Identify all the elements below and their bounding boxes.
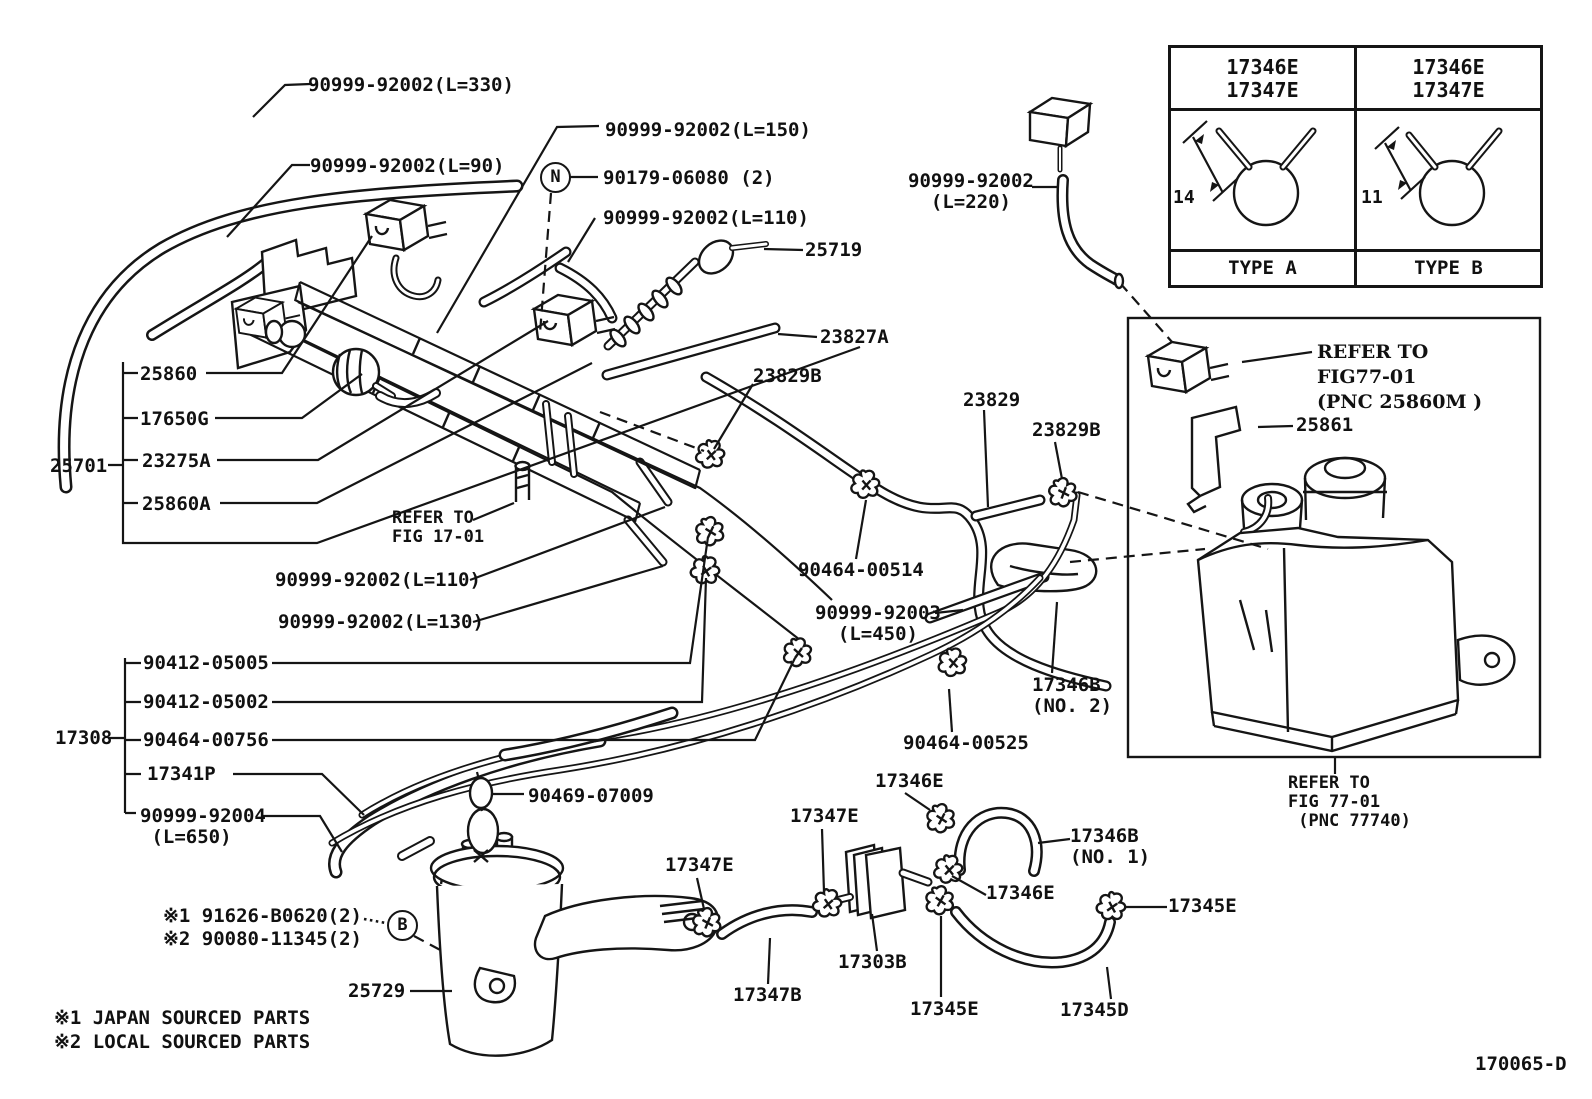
part-label-23275A: 23275A [142,450,211,472]
callout-circle-n: N [540,162,571,193]
part-label-90999-92002-L110: 90999-92002(L=110) [275,569,481,591]
type-a-dimension: 14 [1173,187,1195,208]
part-label-17341P: 17341P [147,763,216,785]
part-label-25860A: 25860A [142,493,211,515]
part-label-17308: 17308 [55,727,113,749]
type-a-column: 17346E 17347E 14 TYPE A [1171,48,1357,285]
type-a-clamp-drawing: 14 [1173,120,1317,227]
part-label-17347B: 17347B [733,984,802,1006]
vertical-drop-pipes [542,400,578,478]
hose-90999-92002-L330 [57,179,524,494]
bracket-17308-group [108,658,141,815]
part-label-90999-92003-L450: 90999-92003 (L=450) [815,602,941,645]
bracket-25701-group [108,345,861,545]
tube-filter-inlet [397,836,435,861]
type-a-header: 17346E 17347E [1171,48,1354,111]
type-b-dimension: 11 [1361,187,1383,208]
part-label-90999-92002-L330: 90999-92002(L=330) [308,74,514,96]
part-label-25729: 25729 [348,980,406,1002]
type-a-caption: TYPE A [1171,249,1354,285]
hose-17347B [716,904,818,940]
type-b-clamp-drawing: 11 [1361,126,1503,227]
grommet [390,254,442,301]
note-local-sourced: ※2 LOCAL SOURCED PARTS [54,1031,311,1053]
hose-90999-92002-L220 [1056,174,1123,286]
hose-23829 [700,371,1112,692]
part-label-90999-92002-L110-top: 90999-92002(L=110) [603,207,809,229]
charcoal-canister [1196,456,1516,753]
ref-note-fig17-01: REFER TO FIG 17-01 [392,508,485,547]
part-label-23829B-mid: 23829B [753,365,822,387]
hose-90999-92002-L90 [146,257,272,341]
figure-number: 170065-D [1475,1053,1567,1075]
part-label-17346E-top: 17346E [875,770,944,792]
valve-17303B [826,843,933,920]
part-label-90464-00514: 90464-00514 [798,559,924,581]
pipe-17308-long-2 [328,574,1044,847]
part-label-17650G: 17650G [140,408,209,430]
part-label-17346B-no1: 17346B (NO. 1) [1070,825,1151,868]
note-japan-sourced: ※1 JAPAN SOURCED PARTS [54,1007,311,1029]
part-label-17303B: 17303B [838,951,907,973]
part-label-17347E-left: 17347E [665,854,734,876]
part-label-90999-92002-L220: 90999-92002 (L=220) [908,170,1034,213]
note-star2-part: ※2 90080-11345(2) [163,928,362,950]
tube-short-23829 [970,494,1046,522]
type-table: 17346E 17347E 14 TYPE A 17346E 17347E 11… [1168,45,1543,288]
flex-hose-25719 [603,239,769,351]
part-label-25701: 25701 [50,455,108,477]
note-star1-part: ※1 91626-B0620(2) [163,905,362,927]
part-label-90464-00756: 90464-00756 [143,729,269,751]
part-label-17345E-bottom: 17345E [910,998,979,1020]
part-label-25719: 25719 [805,239,863,261]
hose-17346B-no2-loop [990,542,1098,593]
pipe-end-L110 [635,457,673,507]
part-label-90999-92004-L650: 90999-92004 (L=650) [140,805,266,848]
part-label-17347E-mid: 17347E [790,805,859,827]
part-label-17345D: 17345D [1060,999,1129,1021]
pipe-end-L130 [623,515,668,567]
hose-17346B-no1 [953,806,1043,877]
solenoid-in-box [1146,340,1231,394]
grommet-rings-90469 [466,771,500,863]
part-label-90999-92002-L90: 90999-92002(L=90) [310,155,505,177]
part-label-17346E-right: 17346E [986,882,1055,904]
part-label-90179-06080: 90179-06080 (2) [603,167,775,189]
dashed-reference-lines [363,192,1269,953]
hose-17345D [950,906,1116,969]
pressure-regulator-17650G [331,347,396,400]
part-label-90412-05005: 90412-05005 [143,652,269,674]
type-b-header: 17346E 17347E [1357,48,1540,111]
ref-note-pnc-77740: REFER TO FIG 77-01 (PNC 77740) [1288,773,1411,831]
ref-note-pnc-25860M: REFER TO FIG77-01 (PNC 25860M ) [1317,341,1483,413]
cap-box-part [1026,96,1094,173]
part-label-90469-07009: 90469-07009 [528,785,654,807]
part-label-25861: 25861 [1296,414,1354,436]
fuel-filter-25729 [429,831,720,1057]
part-label-17345E-right: 17345E [1168,895,1237,917]
part-label-17346B-no2: 17346B (NO. 2) [1032,674,1113,717]
part-label-23829B-right: 23829B [1032,419,1101,441]
valve-port [264,319,284,345]
part-label-23827A: 23827A [820,326,889,348]
vsv-valve-1 [364,198,449,252]
pipe-17308-sleeve [498,706,679,762]
type-b-column: 17346E 17347E 11 TYPE B [1357,48,1540,285]
leader-lines [206,82,1337,1000]
tube-23827A [601,322,781,381]
hose-90999-92002-L110-top [554,262,618,324]
part-label-90412-05002: 90412-05002 [143,691,269,713]
part-label-90464-00525: 90464-00525 [903,732,1029,754]
hose-regulator [375,388,441,408]
part-label-90999-92002-L130: 90999-92002(L=130) [278,611,484,633]
bracket-25861 [1186,405,1242,514]
callout-circle-b: B [387,910,418,941]
part-label-23829: 23829 [963,389,1021,411]
hose-90999-92002-L150 [478,246,572,308]
part-label-25860: 25860 [140,363,198,385]
hose-end-cap [1113,272,1125,290]
part-label-90999-92002-L150: 90999-92002(L=150) [605,119,811,141]
type-b-caption: TYPE B [1357,249,1540,285]
